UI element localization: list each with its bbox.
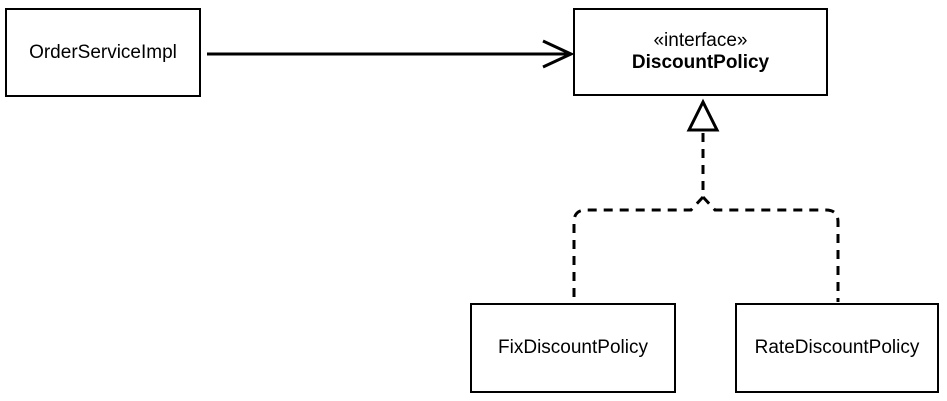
class-box-order-service-impl: OrderServiceImpl [5,8,201,97]
realization-triangle-icon [686,98,720,132]
realization-edge-left [572,195,705,302]
dependency-arrow [207,39,575,69]
interface-stereotype-label: «interface» [653,30,748,51]
class-name-label: FixDiscountPolicy [498,337,648,358]
interface-name-label: DiscountPolicy [631,52,770,73]
class-box-fix-discount-policy: FixDiscountPolicy [470,303,676,393]
interface-box-discount-policy: «interface» DiscountPolicy [573,8,828,96]
class-name-label: OrderServiceImpl [29,41,177,63]
class-box-rate-discount-policy: RateDiscountPolicy [735,303,939,393]
realization-edge-right [701,195,840,302]
class-name-label: RateDiscountPolicy [754,337,920,358]
